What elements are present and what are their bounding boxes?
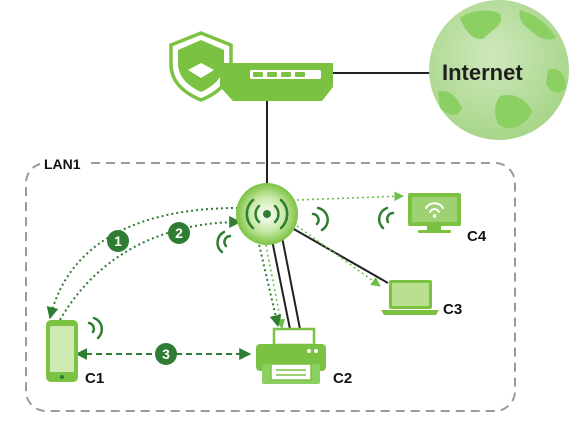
- wifi-signal-icon: [87, 316, 104, 340]
- tv-icon: [408, 193, 461, 233]
- step-badge-1: 1: [107, 230, 129, 252]
- wifi-signal-icon: [311, 206, 329, 232]
- access-point-icon: [236, 183, 298, 245]
- lan-label: LAN1: [40, 157, 85, 171]
- ap-c2-link-a: [271, 239, 291, 330]
- smartphone-icon: [46, 320, 78, 382]
- step-badge-2: 2: [168, 222, 190, 244]
- printer-icon: [256, 327, 326, 384]
- step-badge-3: 3: [155, 343, 177, 365]
- globe-icon: [429, 0, 569, 140]
- step2-path: [59, 216, 242, 321]
- wifi-signal-icon: [216, 230, 232, 254]
- ap-c4-wireless: [296, 191, 404, 202]
- device-label-c2: C2: [333, 370, 353, 387]
- device-label-c3: C3: [443, 301, 463, 318]
- device-label-c4: C4: [467, 228, 487, 245]
- ap-c3-link: [291, 227, 389, 284]
- router-icon: [169, 31, 333, 102]
- wifi-signal-icon: [377, 206, 395, 230]
- device-label-c1: C1: [85, 370, 105, 387]
- step1-path: [46, 207, 239, 320]
- ap-c2-link-b: [281, 236, 301, 330]
- laptop-icon: [381, 280, 439, 315]
- internet-label: Internet: [442, 60, 523, 85]
